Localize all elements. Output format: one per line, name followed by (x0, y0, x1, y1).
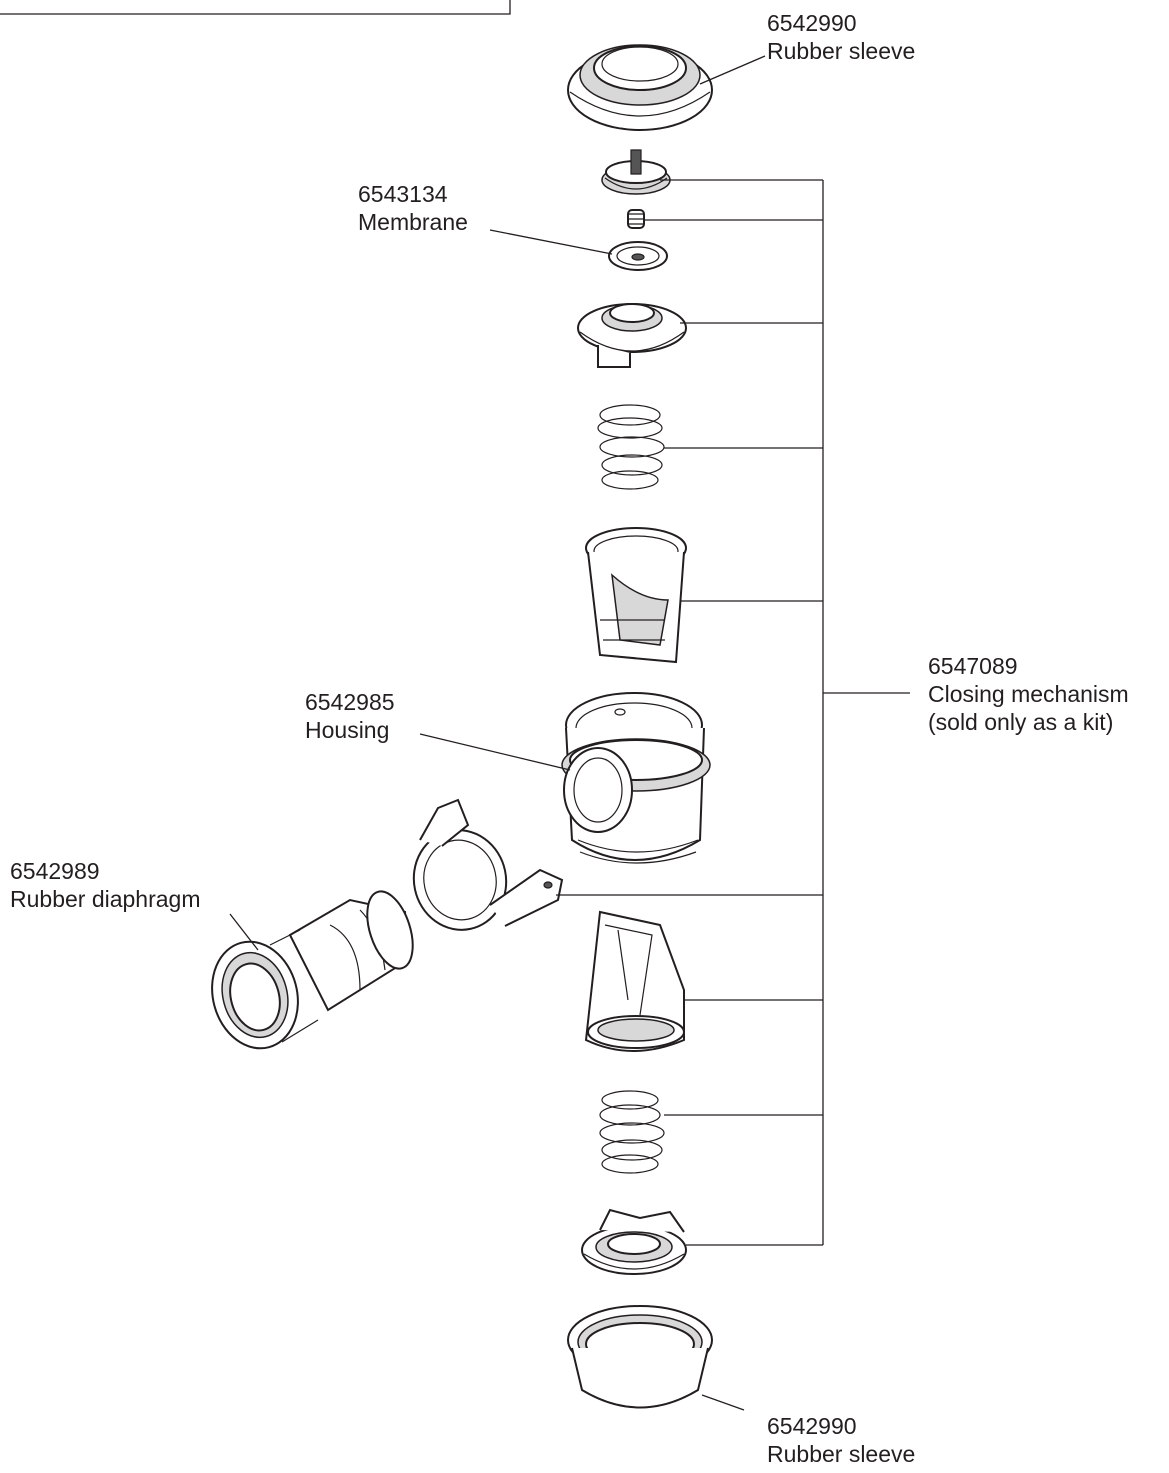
bottom-sleeve-number: 6542990 (767, 1413, 857, 1439)
clamp-part (412, 798, 564, 931)
leader-housing (419, 733, 571, 771)
top-rubber-sleeve-part (567, 44, 713, 131)
housing-part (561, 692, 711, 864)
membrane-number: 6543134 (358, 181, 448, 207)
top-sleeve-number: 6542990 (767, 10, 857, 36)
closing-mechanism-label: 6547089 Closing mechanism (sold only as … (928, 652, 1129, 736)
membrane-name: Membrane (358, 209, 468, 235)
lower-cage-part (584, 910, 685, 1052)
membrane-part (608, 241, 668, 271)
closing-mechanism-note: (sold only as a kit) (928, 709, 1114, 735)
leader-membrane (489, 229, 613, 255)
rubber-diaphragm-part (211, 890, 414, 1050)
upper-cage-part (585, 527, 687, 664)
top-sleeve-name: Rubber sleeve (767, 38, 916, 64)
housing-name: Housing (305, 717, 390, 743)
cap-part (601, 149, 671, 195)
upper-spring-part (597, 404, 665, 490)
bottom-rubber-sleeve-part (567, 1305, 713, 1409)
housing-number: 6542985 (305, 689, 395, 715)
leader-diaphragm (229, 913, 259, 951)
top-sleeve-label: 6542990 Rubber sleeve (767, 9, 915, 65)
housing-label: 6542985 Housing (305, 688, 395, 744)
closing-mechanism-name: Closing mechanism (928, 681, 1129, 707)
closing-mechanism-bracket (556, 179, 910, 1246)
leader-bottom-sleeve (701, 1394, 745, 1411)
leader-top-sleeve (699, 55, 766, 85)
diaphragm-name: Rubber diaphragm (10, 886, 201, 912)
diaphragm-number: 6542989 (10, 858, 100, 884)
bottom-sleeve-label: 6542990 Rubber sleeve (767, 1412, 915, 1468)
bottom-seat-part (581, 1208, 687, 1275)
upper-disc-part (577, 303, 687, 368)
bottom-sleeve-name: Rubber sleeve (767, 1441, 916, 1467)
closing-mechanism-number: 6547089 (928, 653, 1018, 679)
membrane-label: 6543134 Membrane (358, 180, 468, 236)
lower-spring-part (599, 1090, 665, 1174)
small-spring-part (627, 209, 645, 229)
title-frame (0, 0, 511, 15)
diaphragm-label: 6542989 Rubber diaphragm (10, 857, 201, 913)
